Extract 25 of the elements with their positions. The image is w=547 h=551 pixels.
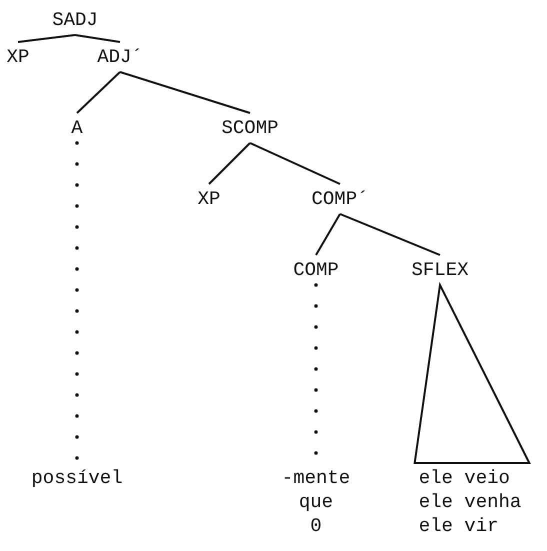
tree-branch-line [18, 34, 76, 43]
node-label: XP [6, 45, 30, 69]
tree-branch-line [74, 34, 120, 43]
tree-branch-line [250, 142, 340, 185]
node-label: COMP´ [312, 187, 368, 211]
node-label: que [298, 490, 334, 514]
tree-branch-line [315, 214, 341, 256]
tree-branch-line [208, 142, 251, 185]
node-label: ele venha [418, 490, 522, 514]
node-label: A [71, 116, 83, 140]
tree-branch-line [76, 71, 121, 114]
tree-branch-line [340, 213, 440, 256]
node-label: ele veio [418, 466, 511, 490]
node-label: -mente [282, 466, 350, 490]
node-label: COMP [293, 258, 339, 282]
node-label: ADJ´ [97, 45, 143, 69]
node-label: XP [198, 187, 220, 211]
tree-branch-line [120, 71, 250, 114]
node-label: SCOMP [222, 116, 278, 140]
triangle-branch [414, 282, 531, 464]
node-label: 0 [309, 514, 323, 538]
node-label: SADJ [52, 8, 98, 32]
node-label: possível [31, 466, 123, 490]
node-label: ele vir [418, 514, 500, 538]
node-label: SFLEX [412, 258, 468, 282]
